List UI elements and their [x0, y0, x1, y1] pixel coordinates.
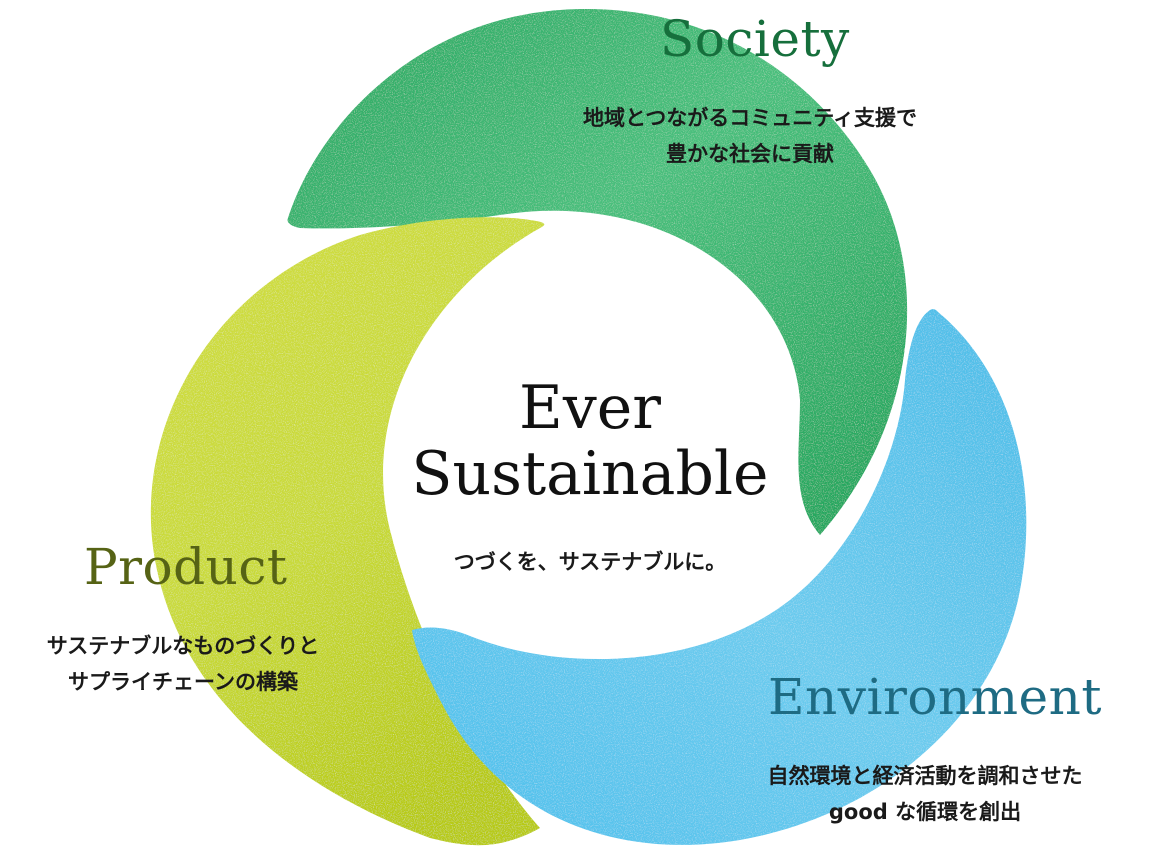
center-title-line2: Sustainable	[411, 439, 769, 509]
product-desc-line2: サプライチェーンの構築	[68, 670, 298, 694]
environment-desc-line2: good な循環を創出	[828, 800, 1022, 824]
product-desc-line1: サステナブルなものづくりと	[46, 634, 320, 658]
society-desc-line2: 豊かな社会に貢献	[666, 142, 834, 166]
environment-description: 自然環境と経済活動を調和させた good な循環を創出	[700, 758, 1150, 830]
product-title: Product	[84, 538, 288, 596]
product-description: サステナブルなものづくりと サプライチェーンの構築	[0, 628, 366, 700]
society-description: 地域とつながるコミュニティ支援で 豊かな社会に貢献	[520, 100, 980, 172]
center-subtitle: つづくを、サステナブルに。	[453, 550, 727, 574]
society-segment	[287, 9, 908, 535]
environment-title: Environment	[768, 668, 1102, 726]
environment-segment	[412, 309, 1027, 845]
center-title: Ever Sustainable	[380, 375, 800, 507]
society-title: Society	[660, 10, 850, 68]
center-title-line1: Ever	[519, 373, 661, 443]
society-desc-line1: 地域とつながるコミュニティ支援で	[583, 106, 917, 130]
environment-desc-line1: 自然環境と経済活動を調和させた	[767, 764, 1083, 788]
